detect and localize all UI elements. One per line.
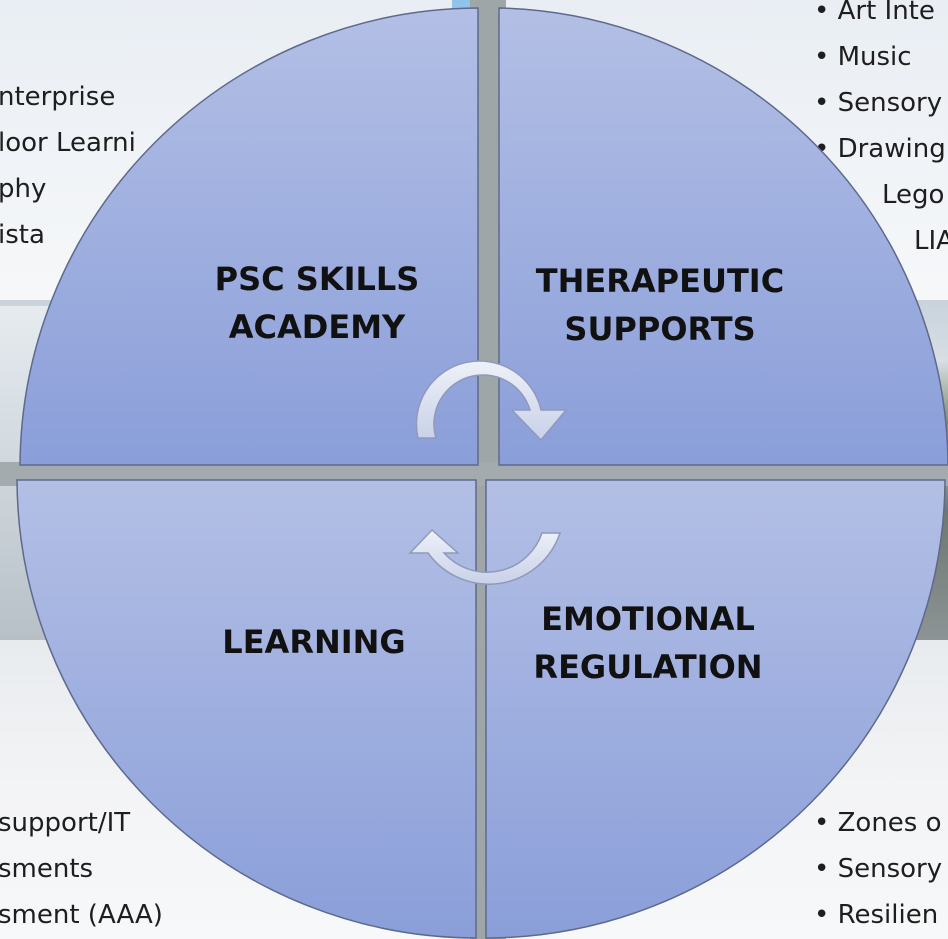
quadrant-label: REGULATION xyxy=(533,648,762,686)
list-item: LIA xyxy=(914,226,948,256)
quadrant-learning xyxy=(16,479,477,939)
quadrant-therapeutic-supports xyxy=(498,7,948,466)
left-top-list: nterprise loor Learni phy ista xyxy=(0,74,136,258)
quadrant-emotional-regulation xyxy=(485,479,946,939)
quadrant-label: EMOTIONAL xyxy=(541,600,755,638)
list-item: • Art Inte xyxy=(814,0,935,26)
list-item: sments xyxy=(0,854,94,884)
list-item: • Resilien xyxy=(814,900,939,930)
cycle-arrow-top-icon xyxy=(415,360,568,442)
quadrant-label: THERAPEUTIC xyxy=(536,262,784,300)
quadrant-label: LEARNING xyxy=(222,623,405,661)
cycle-arrow-bottom-icon xyxy=(408,528,562,585)
list-item: loor Learni xyxy=(0,128,136,158)
list-item: phy xyxy=(0,174,47,204)
list-item: Lego xyxy=(882,180,945,210)
list-item: sment (AAA) xyxy=(0,900,163,930)
left-bottom-list: support/IT sments sment (AAA) xyxy=(0,800,163,938)
list-item: • Zones o xyxy=(814,808,942,838)
list-item: nterprise xyxy=(0,82,116,112)
list-item: • Music xyxy=(814,42,912,72)
quadrant-label: SUPPORTS xyxy=(564,310,755,348)
list-item: • Drawing xyxy=(814,134,946,164)
quadrant-label: PSC SKILLS xyxy=(215,260,420,298)
list-item: • Sensory xyxy=(814,854,943,884)
list-item: ista xyxy=(0,220,45,250)
list-item: support/IT xyxy=(0,808,131,838)
quadrant-label: ACADEMY xyxy=(229,308,406,346)
right-bottom-list: • Zones o • Sensory • Resilien xyxy=(814,800,942,938)
right-top-list: • Art Inte • Music • Sensory • Drawing L… xyxy=(814,0,948,264)
list-item: • Sensory xyxy=(814,88,943,118)
quadrant-psc-skills-academy xyxy=(19,7,479,466)
